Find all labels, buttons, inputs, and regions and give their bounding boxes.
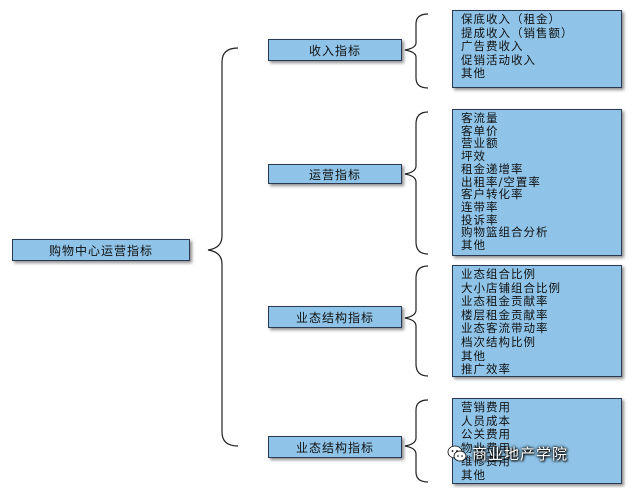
list-item: 大小店铺组合比例 — [461, 280, 561, 295]
list-item: 公关费用 — [461, 427, 511, 442]
list-item: 营业额 — [461, 136, 499, 151]
wechat-icon — [447, 445, 467, 461]
list-item: 广告费收入 — [461, 39, 524, 54]
branch-label: 业态结构指标 — [295, 310, 374, 325]
list-item: 提成收入（销售额） — [461, 25, 574, 40]
list-item: 客单价 — [461, 123, 499, 138]
detail-list-operation: 客流量 客单价 营业额 坪效 租金递增率 出租率/空置率 客户转化率 连带率 投… — [452, 109, 622, 256]
list-item: 保底收入（租金） — [461, 12, 561, 26]
branch-label: 收入指标 — [308, 43, 361, 58]
detail-list-format-structure: 业态组合比例 大小店铺组合比例 业态租金贡献率 楼层租金贡献率 业态客流带动率 … — [452, 265, 622, 377]
root-label: 购物中心运营指标 — [48, 243, 153, 258]
list-item: 其他 — [461, 348, 486, 363]
list-item: 其他 — [461, 467, 486, 482]
list-item: 推广效率 — [461, 362, 511, 377]
list-item: 出租率/空置率 — [461, 174, 541, 189]
branch-label: 运营指标 — [308, 167, 361, 182]
watermark-text: 商业地产学院 — [472, 445, 569, 463]
branch-node-format-structure: 业态结构指标 — [268, 306, 402, 328]
list-item: 楼层租金贡献率 — [461, 307, 549, 322]
list-item: 维修费用 — [461, 454, 511, 469]
list-item: 业态租金贡献率 — [461, 294, 549, 309]
list-item: 购物篮组合分析 — [461, 225, 549, 240]
detail-list-income: 保底收入（租金） 提成收入（销售额） 广告费收入 促销活动收入 其他 — [452, 10, 622, 88]
branch-brace-4 — [404, 399, 429, 483]
list-item: 客流量 — [461, 111, 499, 125]
list-item: 档次结构比例 — [461, 334, 536, 349]
branch-brace-1 — [404, 13, 429, 89]
watermark: 商业地产学院 — [447, 443, 568, 464]
list-item: 业态客流带动率 — [461, 321, 549, 336]
branch-brace-2 — [404, 111, 429, 255]
list-item: 其他 — [461, 238, 486, 253]
list-item: 营销费用 — [461, 400, 511, 414]
detail-list-cost: 营销费用 人员成本 公关费用 物业费用 维修费用 其他 — [452, 398, 622, 484]
branch-node-cost: 业态结构指标 — [268, 436, 402, 458]
branch-label: 业态结构指标 — [295, 440, 374, 455]
root-node: 购物中心运营指标 — [12, 239, 190, 261]
list-item: 物业费用 — [461, 440, 511, 455]
list-item: 客户转化率 — [461, 187, 524, 202]
list-item: 人员成本 — [461, 413, 511, 428]
list-item: 投诉率 — [461, 212, 499, 227]
list-item: 连带率 — [461, 199, 499, 214]
list-item: 租金递增率 — [461, 161, 524, 176]
branch-node-income: 收入指标 — [268, 39, 402, 61]
list-item: 促销活动收入 — [461, 52, 536, 67]
list-item: 坪效 — [461, 149, 486, 164]
root-brace — [207, 47, 239, 447]
list-item: 其他 — [461, 66, 486, 81]
list-item: 业态组合比例 — [461, 267, 536, 281]
branch-brace-3 — [404, 265, 429, 377]
branch-node-operation: 运营指标 — [268, 164, 402, 184]
